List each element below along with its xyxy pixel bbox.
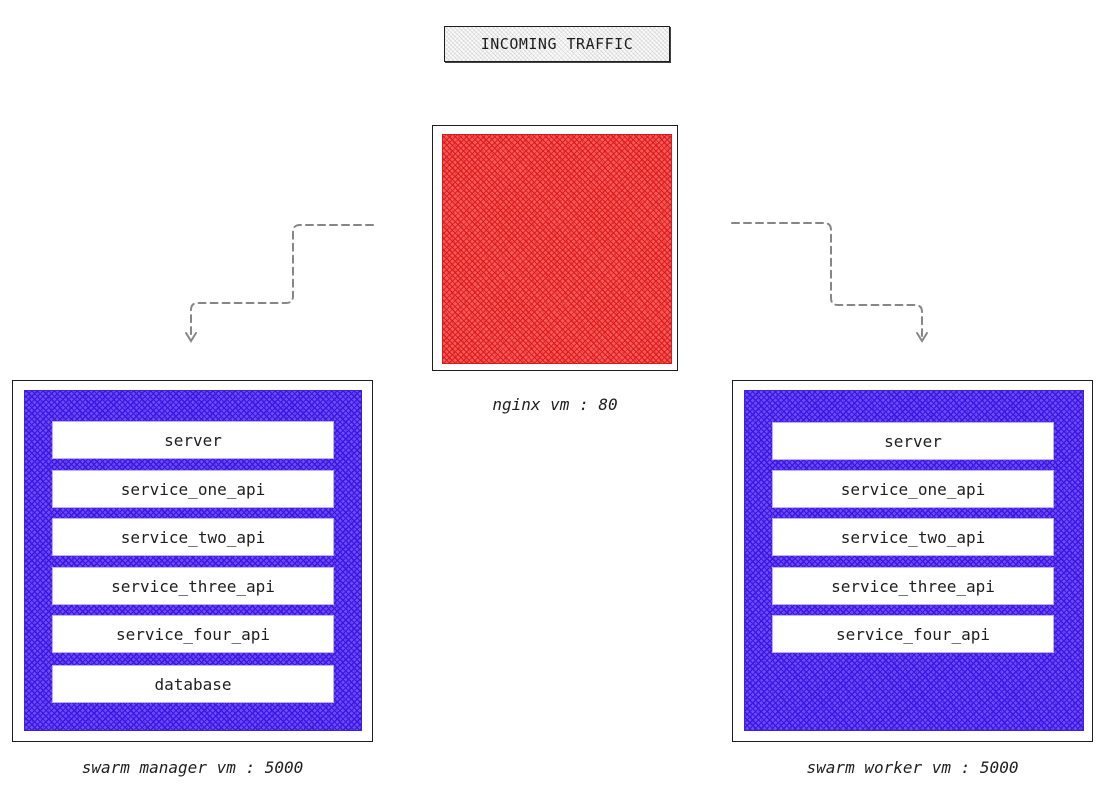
manager-service-four-api: service_four_api	[52, 615, 334, 653]
worker-service-four-api: service_four_api	[772, 615, 1054, 653]
manager-service-three-api: service_three_api	[52, 567, 334, 605]
incoming-traffic-title: INCOMING TRAFFIC	[444, 26, 670, 62]
nginx-vm-box	[442, 134, 672, 364]
manager-service-server: server	[52, 421, 334, 459]
arrow-to-worker	[731, 222, 923, 337]
nginx-vm-caption: nginx vm : 80	[492, 395, 618, 414]
incoming-traffic-label: INCOMING TRAFFIC	[480, 35, 634, 53]
swarm-worker-box: server service_one_api service_two_api s…	[744, 390, 1084, 731]
arrowhead-manager	[185, 332, 197, 343]
arrow-to-manager	[190, 224, 374, 337]
worker-service-server: server	[772, 422, 1054, 460]
arrowhead-worker	[916, 332, 928, 343]
manager-service-one-api: service_one_api	[52, 470, 334, 508]
nginx-vm-frame	[432, 125, 678, 371]
swarm-worker-caption: swarm worker vm : 5000	[806, 758, 1019, 777]
worker-service-one-api: service_one_api	[772, 470, 1054, 508]
worker-service-two-api: service_two_api	[772, 518, 1054, 556]
swarm-manager-caption: swarm manager vm : 5000	[81, 758, 304, 777]
manager-service-two-api: service_two_api	[52, 518, 334, 556]
worker-service-three-api: service_three_api	[772, 567, 1054, 605]
manager-service-database: database	[52, 665, 334, 703]
swarm-manager-box: server service_one_api service_two_api s…	[24, 390, 362, 731]
